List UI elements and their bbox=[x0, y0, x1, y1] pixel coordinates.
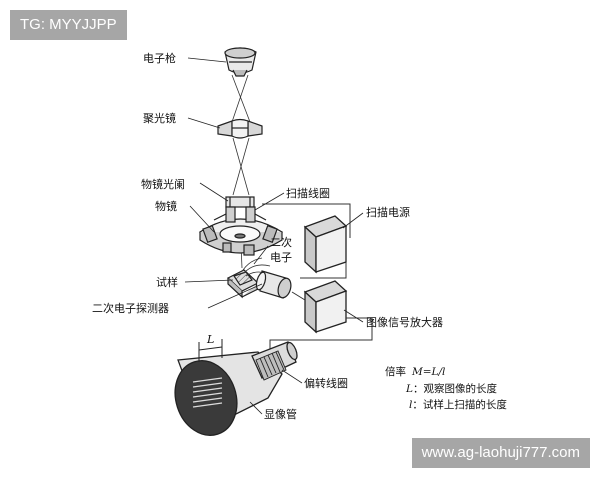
label-se-detector: 二次电子探测器 bbox=[92, 301, 169, 315]
watermark-bottom: www.ag-laohuji777.com bbox=[411, 438, 590, 468]
watermark-top: TG: MYYJJPP bbox=[10, 10, 127, 40]
label-secondary-electron-line2: 电子 bbox=[270, 251, 292, 264]
label-scan-power: 扫描电源 bbox=[366, 205, 410, 219]
formula-line-2: L：观察图像的长度 bbox=[405, 382, 497, 395]
label-deflection-coil: 偏转线圈 bbox=[304, 376, 348, 390]
display-tube-icon bbox=[174, 341, 298, 436]
specimen-icon bbox=[226, 269, 260, 299]
l-dimension-label: L bbox=[206, 333, 214, 346]
label-scan-coil: 扫描线圈 bbox=[286, 186, 330, 200]
label-video-amplifier: 图像信号放大器 bbox=[366, 315, 443, 329]
connection-wires bbox=[262, 203, 373, 352]
label-condenser-lens: 聚光镜 bbox=[143, 111, 176, 125]
formula-line-3: l：试样上扫描的长度 bbox=[409, 398, 507, 411]
label-secondary-electron-line1: 二次 bbox=[270, 235, 292, 249]
video-amplifier-box bbox=[303, 280, 348, 334]
label-objective-lens: 物镜 bbox=[155, 199, 177, 213]
scan-power-box bbox=[303, 215, 348, 274]
objective-lens-icon bbox=[198, 218, 284, 256]
label-display-tube: 显像管 bbox=[264, 407, 297, 421]
screen-raster-lines bbox=[192, 377, 223, 408]
deflection-coil-icon bbox=[255, 350, 287, 381]
scan-coil-icon bbox=[213, 206, 267, 223]
objective-aperture-icon bbox=[225, 196, 255, 208]
se-detector-icon bbox=[255, 270, 292, 299]
label-specimen: 试样 bbox=[156, 275, 178, 289]
label-electron-gun: 电子枪 bbox=[143, 51, 176, 65]
electron-gun-icon bbox=[224, 47, 257, 77]
condenser-lens-icon bbox=[217, 118, 263, 139]
label-objective-aperture: 物镜光阑 bbox=[141, 177, 185, 191]
l-dimension-mark bbox=[198, 339, 223, 362]
leader-lines bbox=[184, 57, 364, 415]
